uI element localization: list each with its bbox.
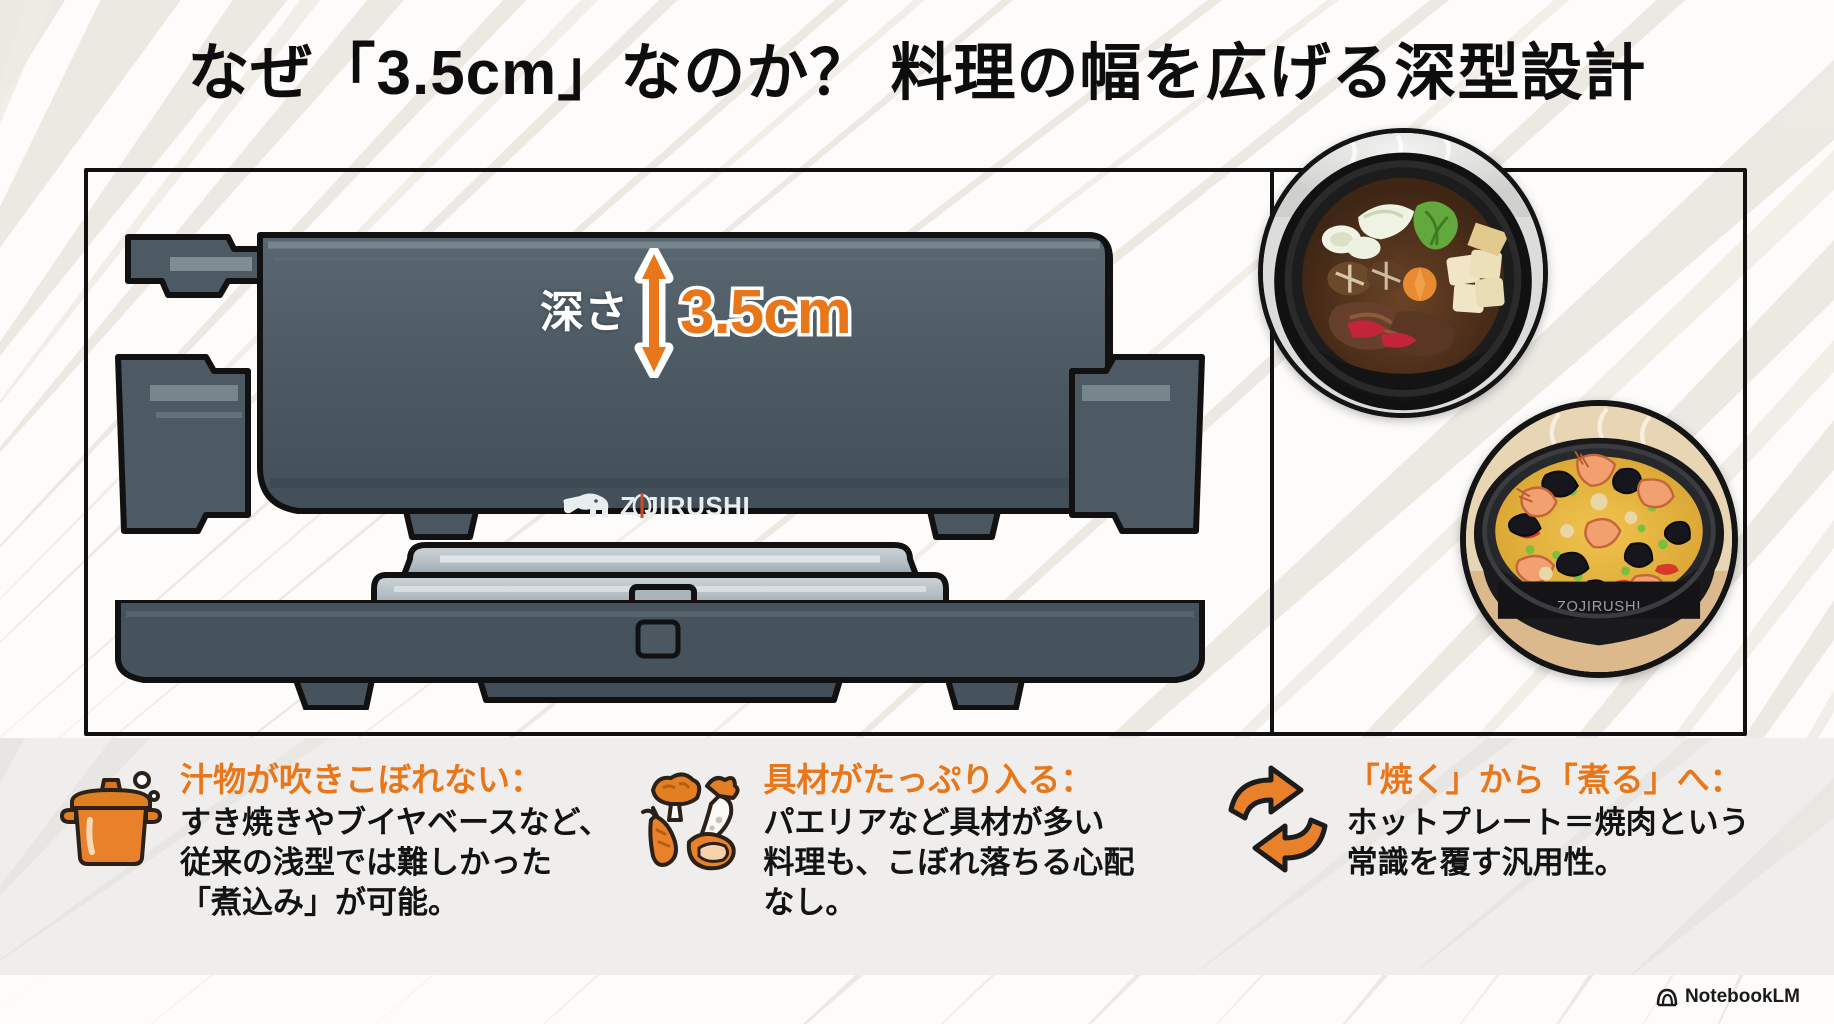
feature-line: 料理も、こぼれ落ちる心配 [763,844,1135,880]
depth-annotation: 深さ 3.5cm [540,248,856,378]
feature-line: すき焼きやブイヤベースなど、 [180,805,610,841]
feature-heading: 具材がたっぷり入る： [763,761,1094,798]
feature-line: なし。 [763,884,857,920]
feature-item: 具材がたっぷり入る： パエリアなど具材が多い 料理も、こぼれ落ちる心配 なし。 [639,760,1194,922]
feature-line: ホットプレート＝焼肉という [1346,805,1750,841]
depth-value: 3.5cm [677,278,856,347]
depth-label: 深さ [540,288,628,337]
notebooklm-icon [1656,988,1678,1007]
feature-item: 「焼く」から「煮る」へ： ホットプレート＝焼肉という 常識を覆す汎用性。 [1223,760,1778,922]
page-title: なぜ「3.5cm」なのか？ 料理の幅を広げる深型設計 [187,39,1647,108]
cycle-arrows-icon [1223,764,1333,876]
feature-body: すき焼きやブイヤベースなど、 従来の浅型では難しかった 「煮込み」が可能。 [180,803,611,922]
feature-text: 汁物が吹きこぼれない： すき焼きやブイヤベースなど、 従来の浅型では難しかった … [180,760,611,922]
features-band: 汁物が吹きこぼれない： すき焼きやブイヤベースなど、 従来の浅型では難しかった … [0,738,1834,975]
power-button-icon [635,619,681,659]
feature-heading: 「焼く」から「煮る」へ： [1346,761,1743,798]
feature-line: パエリアなど具材が多い [763,805,1105,841]
feature-body: ホットプレート＝焼肉という 常識を覆す汎用性。 [1347,803,1778,882]
zojirushi-logo: Z JIRUSHI [560,482,780,530]
watermark-label: NotebookLM [1684,986,1800,1007]
feature-line: 「煮込み」が可能。 [180,884,459,920]
feature-line: 常識を覆す汎用性。 [1346,844,1626,880]
feature-heading: 汁物が吹きこぼれない： [180,761,543,798]
double-arrow-vertical-icon [634,248,674,378]
feature-text: 「焼く」から「煮る」へ： ホットプレート＝焼肉という 常識を覆す汎用性。 [1347,760,1778,922]
features-list: 汁物が吹きこぼれない： すき焼きやブイヤベースなど、 従来の浅型では難しかった … [0,738,1834,922]
notebooklm-watermark: NotebookLM [1656,986,1800,1008]
elephant-icon [563,493,609,517]
zojirushi-wordmark: Z JIRUSHI [620,491,750,521]
vegetables-icon [639,764,749,876]
sukiyaki-photo [1258,128,1548,418]
feature-text: 具材がたっぷり入る： パエリアなど具材が多い 料理も、こぼれ落ちる心配 なし。 [763,760,1194,922]
feature-item: 汁物が吹きこぼれない： すき焼きやブイヤベースなど、 従来の浅型では難しかった … [56,760,611,922]
feature-body: パエリアなど具材が多い 料理も、こぼれ落ちる心配 なし。 [763,803,1194,922]
hotplate-base-lower [110,597,1210,711]
feature-line: 従来の浅型では難しかった [180,844,552,880]
paella-photo: ZOJIRUSHI [1460,400,1738,678]
cooking-pot-icon [56,764,166,876]
